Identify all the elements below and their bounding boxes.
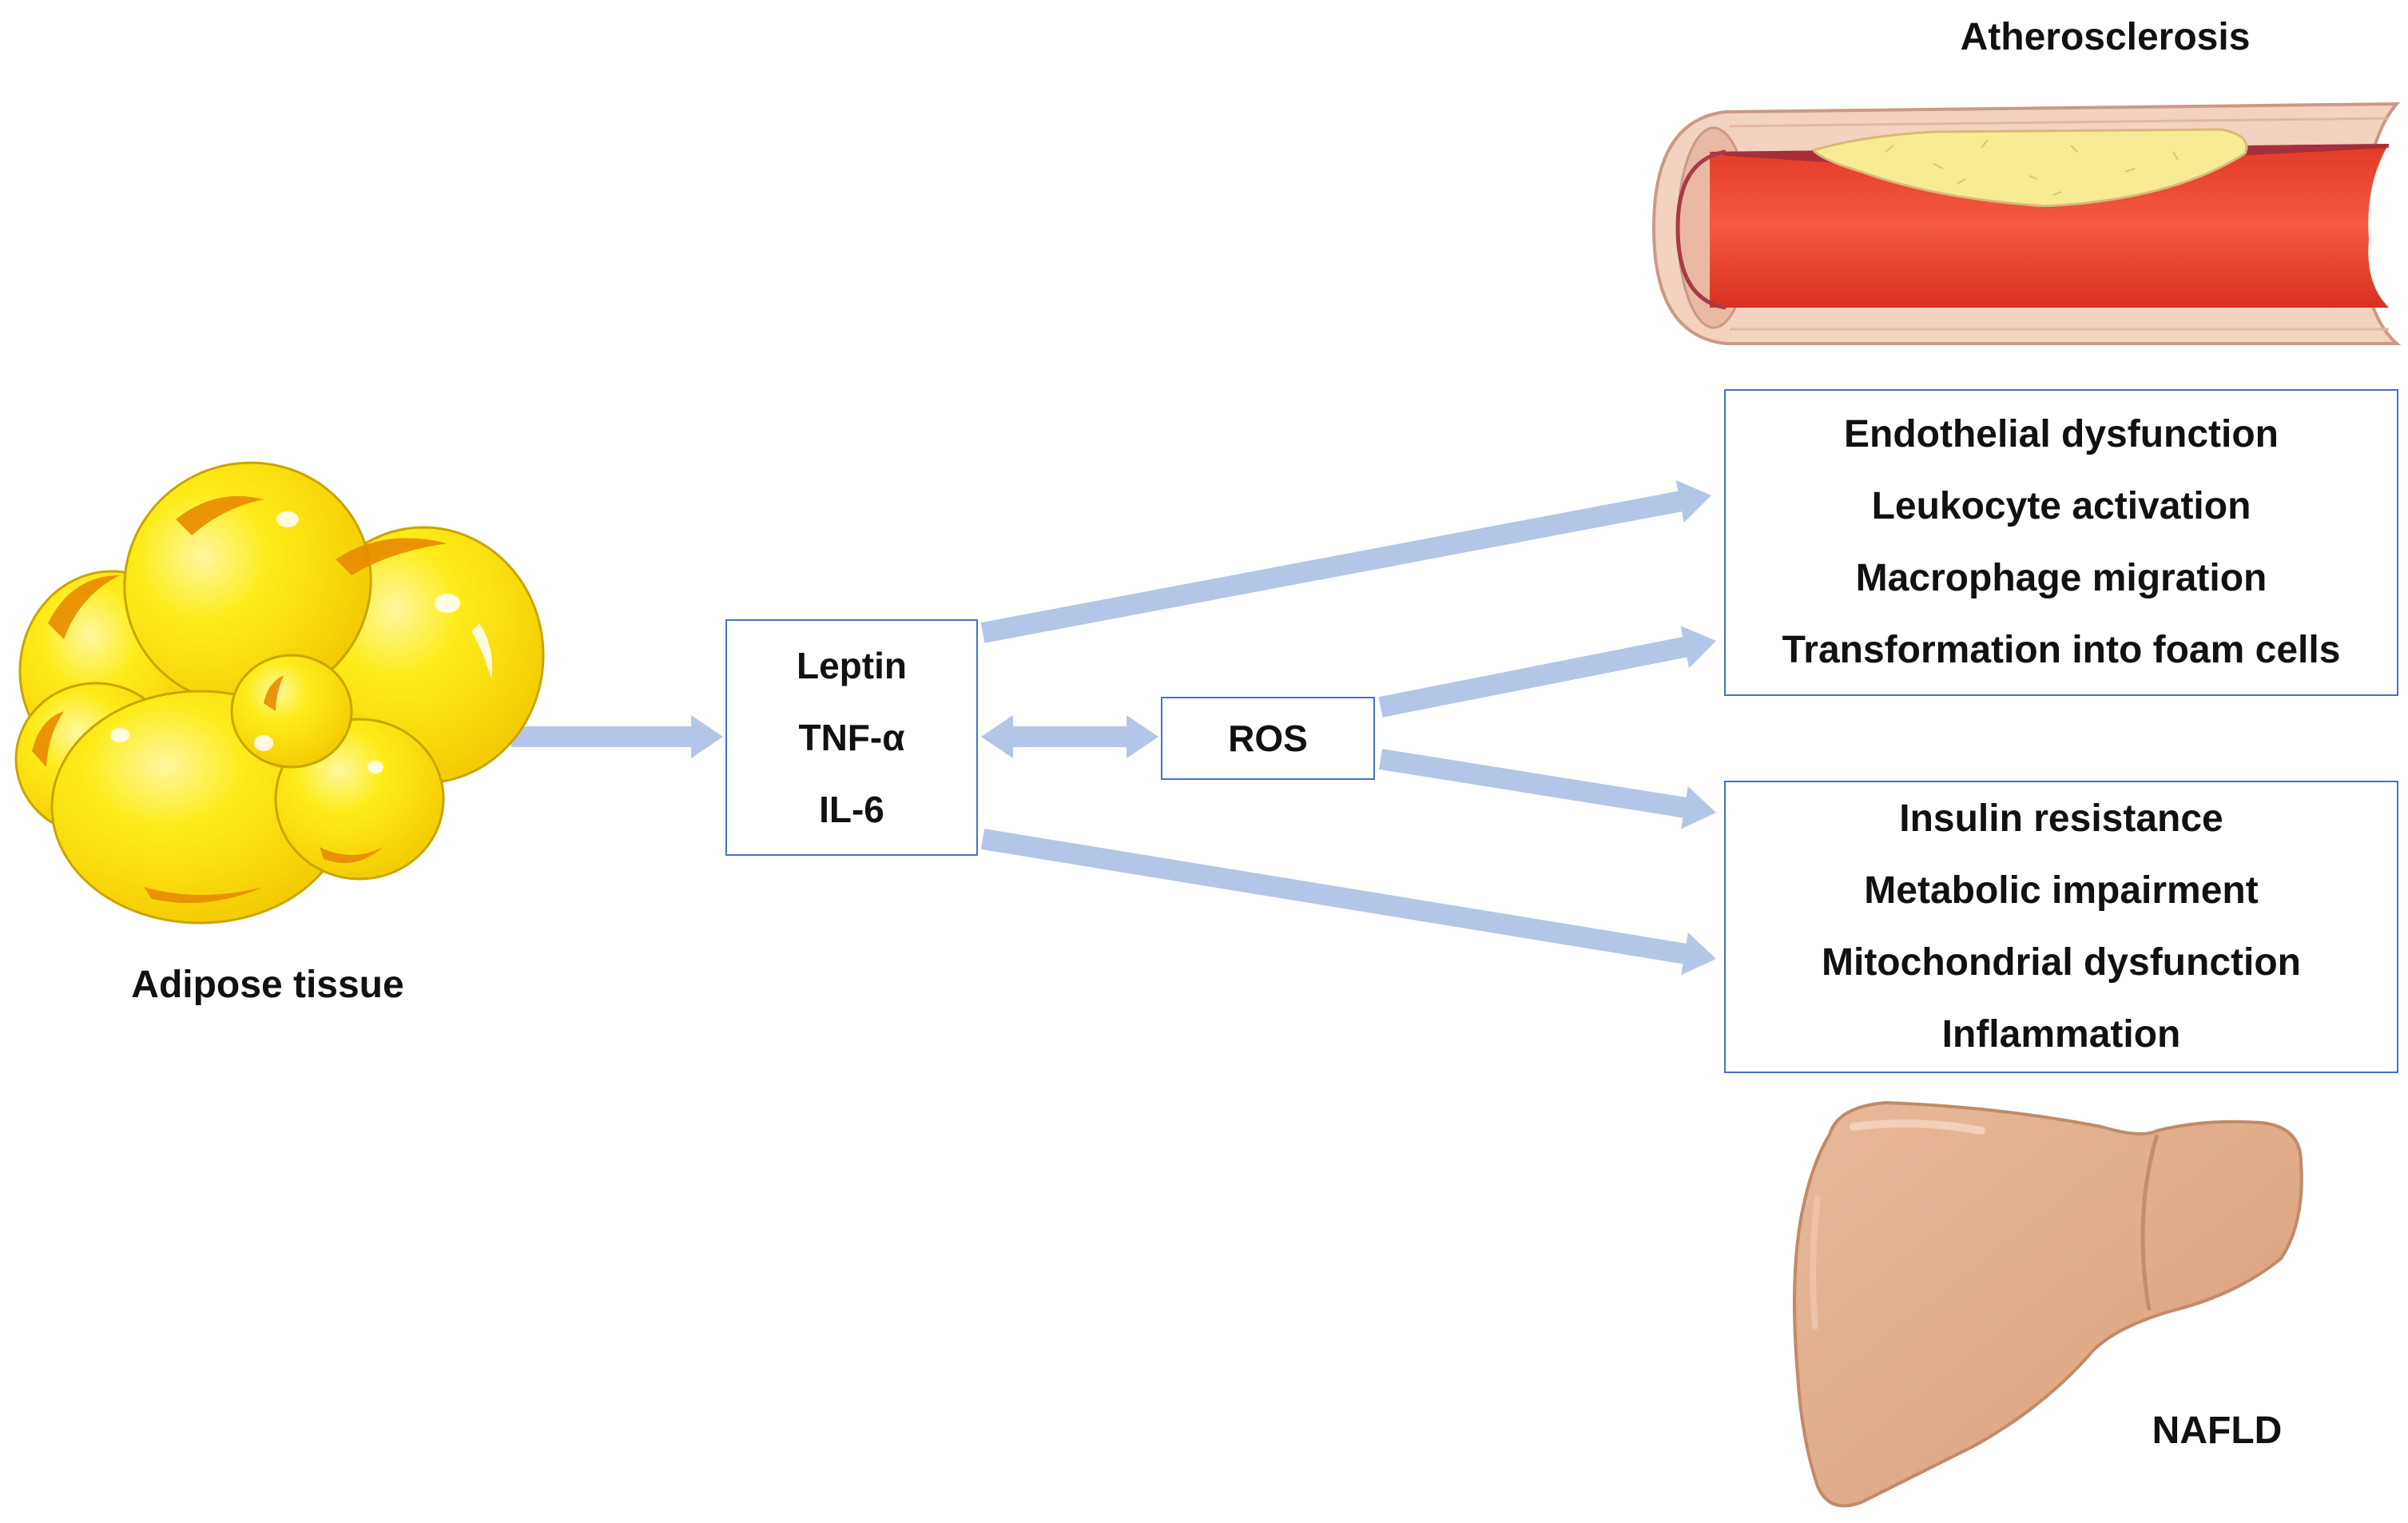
- atherosclerosis-label: Atherosclerosis: [1961, 16, 2251, 58]
- ros-label: ROS: [1228, 718, 1308, 759]
- cytokine-leptin: Leptin: [797, 645, 907, 686]
- arrow-cytokines-to-atherosclerosis: [980, 479, 1711, 643]
- artery-plaque-icon: [1651, 101, 2402, 345]
- cytokine-tnf-alpha: TNF-α: [798, 717, 905, 758]
- nafld-effects-box: Insulin resistance Metabolic impairment …: [1724, 781, 2398, 1073]
- adipose-tissue-label: Adipose tissue: [131, 964, 403, 1006]
- atherosclerosis-effects-box: Endothelial dysfunction Leukocyte activa…: [1724, 389, 2398, 696]
- effect-macrophage-migration: Macrophage migration: [1855, 557, 2267, 599]
- arrow-ros-to-atherosclerosis: [1378, 626, 1716, 718]
- effect-foam-cells: Transformation into foam cells: [1782, 629, 2341, 671]
- arrow-ros-to-nafld: [1378, 749, 1716, 829]
- effect-mitochondrial-dysfunction: Mitochondrial dysfunction: [1822, 941, 2301, 984]
- effect-leukocyte-activation: Leukocyte activation: [1871, 485, 2251, 527]
- arrow-cytokines-ros: [981, 715, 1158, 758]
- cytokine-il6: IL-6: [819, 789, 884, 830]
- adipose-tissue-icon: [14, 461, 545, 925]
- liver-icon: [1793, 1100, 2303, 1508]
- nafld-label: NAFLD: [2152, 1410, 2283, 1452]
- effect-endothelial-dysfunction: Endothelial dysfunction: [1843, 413, 2279, 455]
- arrow-cytokines-to-nafld: [980, 829, 1716, 976]
- cytokines-box: Leptin TNF-α IL-6: [725, 619, 978, 856]
- effect-insulin-resistance: Insulin resistance: [1899, 797, 2223, 840]
- ros-box: ROS: [1161, 697, 1375, 780]
- effect-inflammation: Inflammation: [1941, 1013, 2181, 1056]
- effect-metabolic-impairment: Metabolic impairment: [1864, 869, 2259, 912]
- arrows-layer: [511, 479, 1716, 976]
- arrow-adipose-to-cytokines: [511, 715, 723, 758]
